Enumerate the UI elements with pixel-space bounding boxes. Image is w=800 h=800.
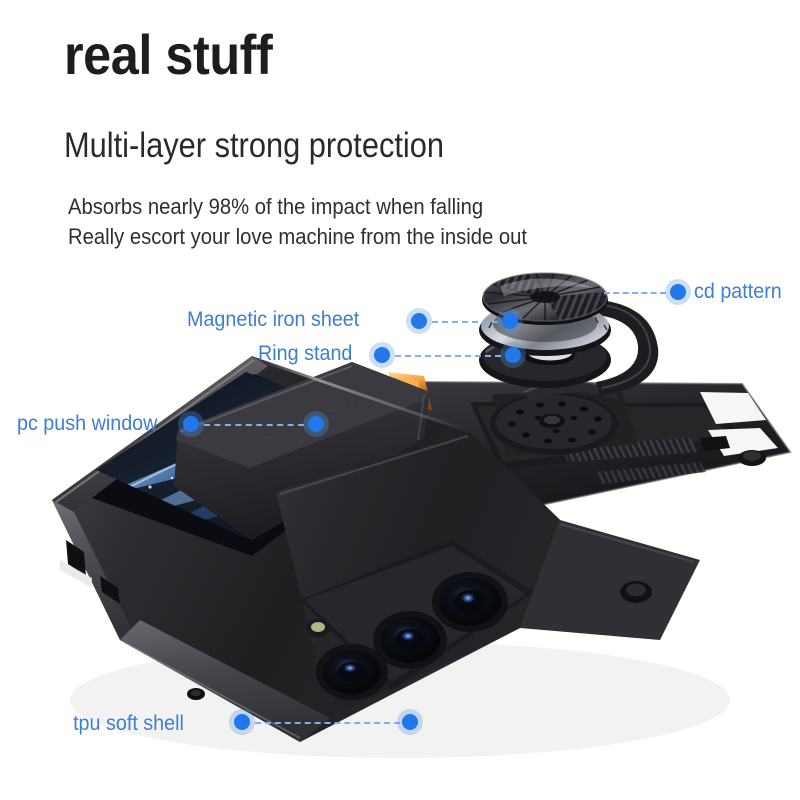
magnetic-plate-group [490,380,638,456]
callout-dot-tpu-soft-shell-a[interactable] [229,709,255,735]
callout-dot-cd-pattern[interactable] [665,279,691,305]
callout-label-ring-stand: Ring stand [258,342,353,365]
callout-label-magnetic-iron-sheet: Magnetic iron sheet [186,308,360,331]
case-tail-edge [520,520,700,640]
callout-dot-ring-stand-b[interactable] [500,342,526,368]
callout-line-ring-stand [395,355,501,357]
body-line-1: Absorbs nearly 98% of the impact when fa… [68,194,484,219]
callout-label-pc-push-window: pc push window [16,412,158,435]
pc-push-window-slider [174,362,430,540]
callout-line-cd-pattern [604,292,666,294]
callout-label-cd-pattern: cd pattern [694,280,782,303]
callout-line-magnetic-iron-sheet [432,321,498,323]
ring-stand-assembly [479,272,659,396]
callout-label-tpu-soft-shell: tpu soft shell [73,712,184,735]
page-headline: real stuff [64,23,273,86]
callout-line-tpu-soft-shell [255,722,410,724]
callout-dot-pc-push-window-b[interactable] [303,411,329,437]
callout-dot-pc-push-window-a[interactable] [178,411,204,437]
callout-dot-tpu-soft-shell-b[interactable] [397,709,423,735]
camera-island [300,540,534,700]
page-subheadline: Multi-layer strong protection [64,126,445,165]
callout-dot-ring-stand-a[interactable] [369,342,395,368]
callout-line-pc-push-window [204,424,304,426]
callout-dot-magnetic-iron-sheet-b[interactable] [497,308,523,334]
callout-dot-magnetic-iron-sheet-a[interactable] [406,308,432,334]
body-line-2: Really escort your love machine from the… [68,224,527,249]
front-case-group [52,356,560,742]
